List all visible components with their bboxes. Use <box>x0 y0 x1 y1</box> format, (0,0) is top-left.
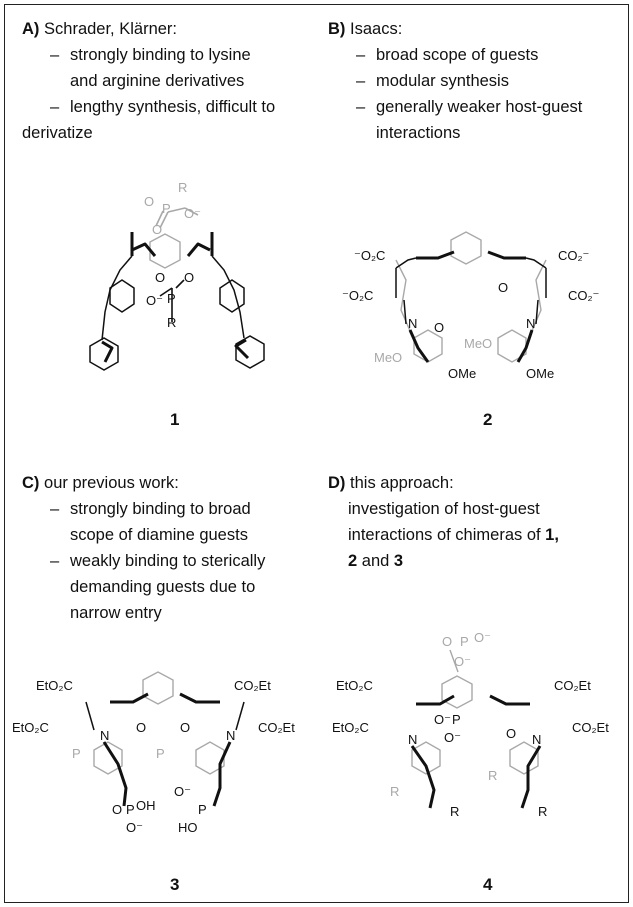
molecule-3-structure: EtO₂C EtO₂C CO₂Et CO₂Et N N O O P P O P … <box>12 671 295 835</box>
m4-o-top: O <box>442 634 452 649</box>
m3-po-l: P <box>72 746 81 761</box>
panel-c-heading: C) our previous work: <box>22 474 179 492</box>
m4-om-top: O⁻ <box>474 630 491 645</box>
m3-o-r: O <box>180 720 190 735</box>
panel-d-heading: D) this approach: <box>328 474 454 492</box>
m3-et-rt: CO₂Et <box>234 678 271 693</box>
m4-n-l: N <box>408 732 417 747</box>
m3-et-lb: EtO₂C <box>12 720 49 735</box>
m3-p-l: P <box>126 802 135 817</box>
molecule-2-structure: ⁻O₂C ⁻O₂C CO₂⁻ CO₂⁻ N N O O MeO MeO OMe … <box>342 231 599 381</box>
m4-n-r: N <box>532 732 541 747</box>
m2-co2-rt: CO₂⁻ <box>558 248 589 263</box>
m1-o-grey: O <box>152 222 162 237</box>
m4-et-lt: EtO₂C <box>336 678 373 693</box>
m4-et-rt: CO₂Et <box>554 678 591 693</box>
m1-r: R <box>167 315 176 330</box>
m4-p-mid: P <box>452 712 461 727</box>
m3-n-l: N <box>100 728 109 743</box>
m4-r-lg: R <box>390 784 399 799</box>
m4-o-r: O <box>506 726 516 741</box>
m3-et-lt: EtO₂C <box>36 678 73 693</box>
m2-co2-lb: ⁻O₂C <box>342 288 373 303</box>
m2-ome-r: OMe <box>526 366 554 381</box>
m1-p: P <box>167 291 176 306</box>
m2-n-r: N <box>526 316 535 331</box>
m2-co2-rb: CO₂⁻ <box>568 288 599 303</box>
m3-et-rb: CO₂Et <box>258 720 295 735</box>
m4-r-l: R <box>450 804 459 819</box>
compound-number-4: 4 <box>483 875 493 894</box>
panel-d-line1: investigation of host-guest <box>348 500 540 518</box>
m4-om-top2: O⁻ <box>454 654 471 669</box>
compound-number-2: 2 <box>483 410 493 429</box>
m3-po-r: P <box>156 746 165 761</box>
m3-ho: HO <box>178 820 198 835</box>
figure-frame <box>4 4 629 903</box>
m4-et-lb: EtO₂C <box>332 720 369 735</box>
m1-om: O⁻ <box>146 293 163 308</box>
m4-om-mid: O⁻ <box>434 712 451 727</box>
panel-a-item: –lengthy synthesis, difficult to <box>50 98 276 116</box>
m4-om-mid2: O⁻ <box>444 730 461 745</box>
m2-meo-r: MeO <box>464 336 492 351</box>
m1-o-1: O <box>155 270 165 285</box>
m4-et-rb: CO₂Et <box>572 720 609 735</box>
panel-a-item-cont: derivatize <box>22 124 93 142</box>
m4-r-r: R <box>538 804 547 819</box>
panel-d-line2: interactions of chimeras of 1, <box>348 526 559 544</box>
panel-d-text: D) this approach: investigation of host-… <box>328 470 628 574</box>
panel-c-text: C) our previous work: –strongly binding … <box>22 470 322 626</box>
compound-number-3: 3 <box>170 875 180 894</box>
panel-d-line3: 2 and 3 <box>348 552 404 570</box>
m4-p-top: P <box>460 634 469 649</box>
m2-n-l: N <box>408 316 417 331</box>
m2-co2-lt: ⁻O₂C <box>354 248 385 263</box>
panel-a-heading: A) Schrader, Klärner: <box>22 20 177 38</box>
m3-p-r: P <box>198 802 207 817</box>
m2-o-l: O <box>434 320 444 335</box>
m1-p-top: P <box>162 201 171 216</box>
m4-r-rg: R <box>488 768 497 783</box>
m2-meo-l: MeO <box>374 350 402 365</box>
m3-n-r: N <box>226 728 235 743</box>
m3-oh: OH <box>136 798 156 813</box>
compound-number-1: 1 <box>170 410 180 429</box>
m1-om-top: O⁻ <box>184 206 201 221</box>
molecule-4-structure: O P O⁻ O⁻ EtO₂C EtO₂C CO₂Et CO₂Et N N P … <box>332 630 609 819</box>
m2-o-r: O <box>498 280 508 295</box>
m1-r-top: R <box>178 180 187 195</box>
panel-b-item: –broad scope of guests <box>356 46 539 64</box>
panel-b-text: B) Isaacs: –broad scope of guests –modul… <box>328 16 628 146</box>
m2-ome-l: OMe <box>448 366 476 381</box>
m1-o-top: O <box>144 194 154 209</box>
panel-b-item: –modular synthesis <box>356 72 509 90</box>
panel-a-text: A) Schrader, Klärner: –strongly binding … <box>22 16 322 146</box>
m3-om-l: O⁻ <box>126 820 143 835</box>
m3-o-l: O <box>136 720 146 735</box>
m1-o-2: O <box>184 270 194 285</box>
panel-b-heading: B) Isaacs: <box>328 20 403 38</box>
molecule-1-structure: O R P O⁻ O O O P O⁻ R <box>89 180 265 371</box>
m3-om-r: O⁻ <box>174 784 191 799</box>
m3-o-pl: O <box>112 802 122 817</box>
